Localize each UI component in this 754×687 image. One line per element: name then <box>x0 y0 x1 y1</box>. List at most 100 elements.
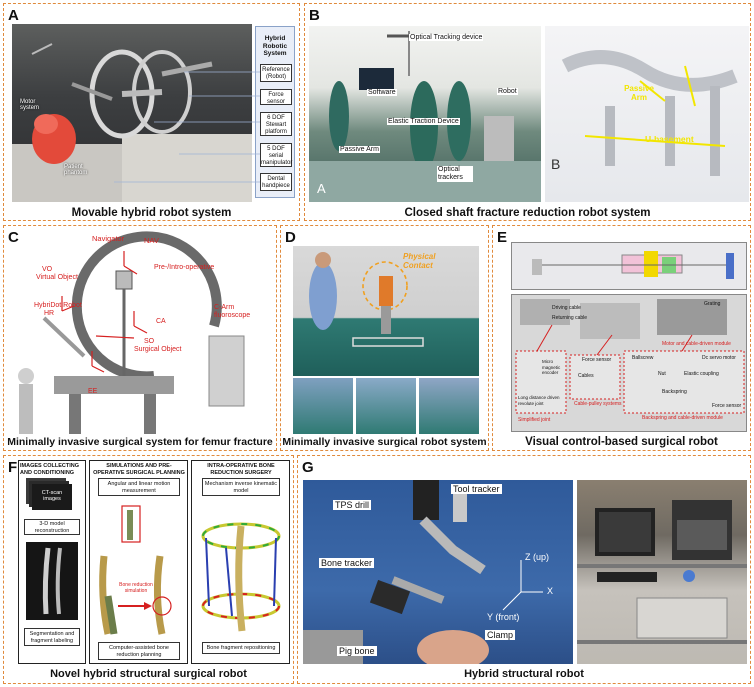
panel-e-top-schematic <box>511 242 747 290</box>
ct-scan-stack <box>32 484 72 510</box>
vo-label: VO <box>42 266 53 273</box>
panel-d-photo-main: Physical Contact <box>293 246 479 376</box>
ee-label: EE <box>88 388 98 395</box>
passive-arm-label: Passive Arm <box>339 146 380 153</box>
panel-c-letter: C <box>8 229 19 246</box>
panel-b: B Optical Tracking device Software Robot… <box>304 3 751 221</box>
panel-g: G TPS drill Tool tracker Bone tracker Z … <box>297 455 751 684</box>
panel-c-caption: Minimally invasive surgical system for f… <box>7 436 273 448</box>
cables-label: Cables <box>578 373 594 379</box>
nav-label: NAV <box>144 236 159 245</box>
tps-drill-label: TPS drill <box>333 500 372 510</box>
returning-cable-label: Returning cable <box>552 315 588 321</box>
angular-box: Angular and linear motion measurement <box>98 478 180 496</box>
force-sensor-2-label: Force sensor <box>712 403 742 409</box>
panel-g-photo-right <box>577 480 747 664</box>
micro-encoder-label: Micro magnetic encoder <box>542 359 561 375</box>
f-column-1 <box>18 460 86 664</box>
hr-label: HR <box>44 310 55 317</box>
computer-assisted-box: Computer-assisted bone reduction plannin… <box>98 642 180 660</box>
panel-g-caption: Hybrid structural robot <box>464 668 584 680</box>
force-sensor-label: Force sensor <box>582 357 612 363</box>
so-label: SO <box>144 338 155 345</box>
panel-b-photo-right: Passive Arm U-basement B <box>545 26 749 202</box>
panel-e: E Driving cable Returning cable Grating … <box>492 225 751 451</box>
pre-intra-label: Pre-/Intro-operative <box>154 264 215 271</box>
optical-trackers-label: Optical trackers <box>437 166 473 182</box>
f-col3-header: INTRA-OPERATIVE BONE REDUCTION SURGERY <box>207 463 275 476</box>
z-up-label: Z (up) <box>525 552 550 562</box>
panel-a: A Motor system Patient phantom Hybrid Ro… <box>3 3 300 221</box>
segmentation-box: Segmentation and fragment labeling <box>24 628 80 646</box>
navigator-label: Navigator <box>92 234 125 243</box>
nut-label: Nut <box>658 371 666 377</box>
software-label: Software <box>367 89 397 96</box>
repositioning-box: Bone fragment repositioning <box>202 642 280 654</box>
motor-system-label: Motor system <box>20 99 40 111</box>
tool-tracker-label: Tool tracker <box>451 484 502 494</box>
f-col1-header: IMAGES COLLECTING AND CONDITIONING <box>20 463 79 476</box>
legend-item-force-sensor: Force sensor <box>260 89 292 105</box>
legend-title: Hybrid Robotic System <box>262 35 288 57</box>
panel-f-letter: F <box>8 459 18 476</box>
panel-d-caption: Minimally invasive surgical robot system <box>282 436 487 448</box>
panel-f-caption: Novel hybrid structural surgical robot <box>50 668 247 680</box>
robot-label: Robot <box>497 88 518 95</box>
carm-label: C-Arm fluoroscope <box>214 304 251 319</box>
panel-a-photo: Motor system Patient phantom <box>12 24 252 202</box>
panel-d-thumb-row <box>293 378 479 434</box>
physical-contact-label: Physical Contact <box>403 252 436 270</box>
legend-item-serial-manipulator: 5 DOF serial manipulator <box>260 143 292 167</box>
patient-phantom-label: Patient phantom <box>64 164 88 176</box>
femur-system-illustration <box>18 231 245 434</box>
elastic-coupling-label: Elastic coupling <box>684 371 719 377</box>
thumb-3 <box>419 378 479 434</box>
f-column-2 <box>89 460 188 664</box>
thumb-2 <box>356 378 416 434</box>
mechanism-box: Mechanism inverse kinematic model <box>202 478 280 496</box>
panel-b-caption: Closed shaft fracture reduction robot sy… <box>404 207 651 219</box>
grating-label: Grating <box>704 301 721 307</box>
hybrid-robot-illustration <box>12 43 252 202</box>
surgical-object-label: Surgical Object <box>134 346 182 353</box>
panel-f: F IMAGES COLLECTING AND CONDITIONING SIM… <box>3 455 294 684</box>
elastic-traction-label: Elastic Traction Device <box>387 118 460 125</box>
panel-g-photo-left: TPS drill Tool tracker Bone tracker Z (u… <box>303 480 573 664</box>
passive-arm-2-label: Passive Arm <box>624 84 654 102</box>
x-axis-label: X <box>547 586 554 596</box>
f-col2-header: SIMULATIONS AND PRE-OPERATIVE SURGICAL P… <box>93 463 185 476</box>
ct-viewer <box>26 542 78 620</box>
panel-b-letter: B <box>309 7 320 24</box>
panel-g-letter: G <box>302 459 314 476</box>
panel-e-caption: Visual control-based surgical robot <box>525 436 718 448</box>
legend-item-handpiece: Dental handpiece <box>260 173 292 191</box>
panel-c: C Navigator NAV VO Virtual Object Pre-/I… <box>3 225 277 451</box>
virtual-object-label: Virtual Object <box>36 274 78 281</box>
long-distance-label: Long distance driven revolute joint <box>518 395 560 406</box>
panel-e-letter: E <box>497 229 508 246</box>
legend-item-reference: Reference (Robot) <box>260 64 292 82</box>
u-basement-label: U-basement <box>645 134 694 144</box>
y-front-label: Y (front) <box>487 612 520 622</box>
dc-servo-label: Dc servo motor <box>702 355 736 361</box>
sub-b-label: B <box>551 156 561 172</box>
clamp-label: Clamp <box>485 630 516 640</box>
legend-item-stewart: 6 DOF Stewart platform <box>260 112 292 136</box>
motor-module-label: Motor and cable-driven module <box>662 341 731 347</box>
backspring-label: Backspring <box>662 389 687 395</box>
cable-pulley-label: Cable-pulley systems <box>574 401 622 407</box>
optical-tracking-label: Optical Tracking device <box>409 34 484 41</box>
backspring-module-label: Backspring and cable-driven module <box>642 415 723 421</box>
model-3d-box: 3-D model reconstruction <box>24 519 80 535</box>
panel-a-letter: A <box>8 7 19 24</box>
driving-cable-label: Driving cable <box>552 305 581 311</box>
ballscrew-label: Ballscrew <box>632 355 654 361</box>
pig-bone-label: Pig bone <box>337 646 377 656</box>
bone-tracker-label: Bone tracker <box>319 558 375 568</box>
sub-a-label: A <box>317 181 326 196</box>
bone-sim-label: Bone reduction simulation <box>119 582 153 594</box>
panel-d: D Physical Contact Minimally invasive su… <box>280 225 489 451</box>
panel-a-caption: Movable hybrid robot system <box>71 207 232 219</box>
ct-scan-label: CT-scan images <box>41 490 63 502</box>
f-column-3 <box>191 460 290 664</box>
